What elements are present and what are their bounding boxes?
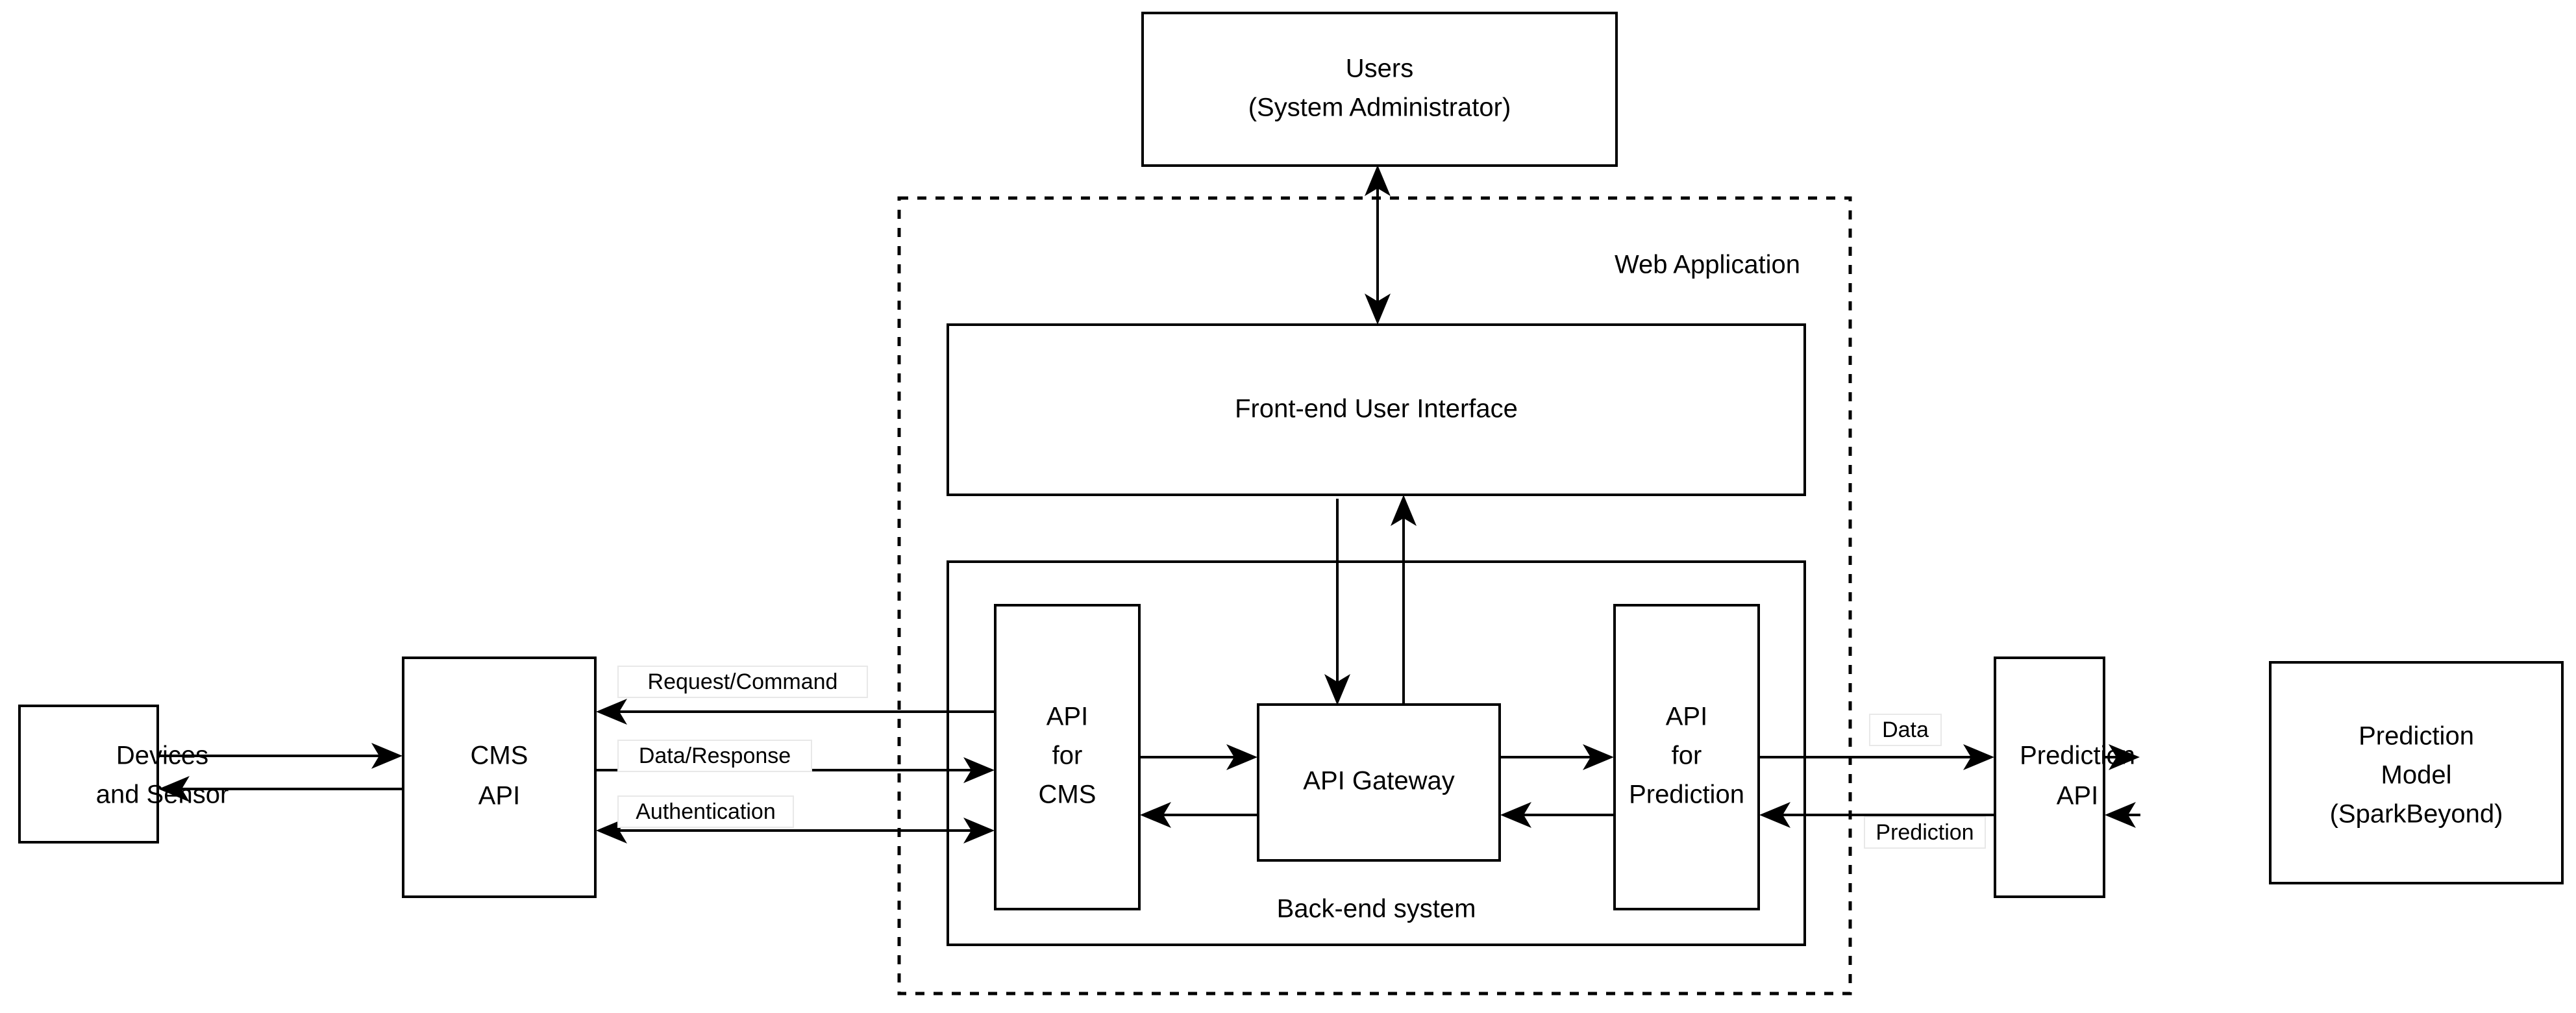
node-prediction-api[interactable]: Prediction API	[1994, 657, 2135, 898]
frontend-box[interactable]	[947, 323, 1806, 496]
cms-api-label-line1: CMS	[471, 742, 528, 770]
edge-label-authentication: Authentication	[617, 795, 794, 828]
frontend-label: Front-end User Interface	[1235, 395, 1518, 423]
node-prediction-model[interactable]: Prediction Model (SparkBeyond)	[2269, 661, 2564, 884]
api-gateway-label: API Gateway	[1303, 767, 1454, 795]
api-for-prediction-label-line3: Prediction	[1629, 781, 1744, 809]
node-api-gateway[interactable]: API Gateway	[1257, 703, 1501, 862]
api-for-cms-label-line3: CMS	[1039, 781, 1096, 809]
prediction-model-label-line1: Prediction	[2359, 722, 2474, 751]
api-gateway-box[interactable]	[1257, 703, 1501, 862]
prediction-model-box[interactable]	[2269, 661, 2564, 884]
backend-system-label: Back-end system	[1277, 895, 1476, 923]
edge-label-data-response: Data/Response	[617, 740, 812, 772]
api-for-cms-box[interactable]	[994, 604, 1141, 910]
node-api-for-prediction[interactable]: API for Prediction	[1613, 604, 1760, 910]
node-frontend-user-interface[interactable]: Front-end User Interface	[947, 323, 1806, 496]
prediction-api-label-line1: Prediction	[2020, 742, 2135, 770]
users-label-line1: Users	[1346, 55, 1413, 83]
backend-system-border	[947, 560, 1806, 946]
node-api-for-cms[interactable]: API for CMS	[994, 604, 1141, 910]
api-for-prediction-label-line1: API	[1666, 703, 1707, 731]
edge-label-prediction: Prediction	[1864, 816, 1986, 849]
backend-system-group: Back-end system	[947, 560, 1806, 946]
prediction-api-label-line2: API	[2057, 782, 2098, 810]
edge-label-request-command: Request/Command	[617, 666, 868, 698]
request-command-label: Request/Command	[648, 669, 838, 694]
devices-box[interactable]	[18, 705, 159, 844]
cms-api-box[interactable]	[402, 657, 597, 898]
api-for-cms-label-line1: API	[1046, 703, 1088, 731]
users-label-line2: (System Administrator)	[1248, 94, 1511, 122]
node-cms-api[interactable]: CMS API	[402, 657, 597, 898]
data-response-label-bg	[617, 740, 812, 772]
authentication-label-bg	[617, 795, 794, 828]
prediction-model-label-line2: Model	[2381, 761, 2452, 790]
data-label: Data	[1882, 718, 1929, 742]
cms-api-label-line2: API	[478, 782, 520, 810]
prediction-label-bg	[1864, 816, 1986, 849]
devices-label-line1: Devices	[116, 742, 208, 770]
users-box[interactable]	[1141, 12, 1618, 167]
devices-label-line2: and Sensor	[96, 781, 229, 809]
data-response-label: Data/Response	[639, 744, 791, 768]
prediction-api-box[interactable]	[1994, 657, 2105, 898]
edge-label-data: Data	[1869, 714, 1942, 746]
node-devices-and-sensor[interactable]: Devices and Sensor	[18, 705, 229, 844]
api-for-prediction-label-line2: for	[1672, 742, 1702, 770]
authentication-label: Authentication	[636, 799, 776, 824]
web-application-label: Web Application	[1615, 251, 1800, 279]
prediction-model-label-line3: (SparkBeyond)	[2330, 800, 2503, 829]
api-for-cms-label-line2: for	[1052, 742, 1083, 770]
prediction-label: Prediction	[1876, 820, 1974, 845]
api-for-prediction-box[interactable]	[1613, 604, 1760, 910]
request-command-label-bg	[617, 666, 868, 698]
data-label-bg	[1869, 714, 1942, 746]
node-users[interactable]: Users (System Administrator)	[1141, 12, 1618, 167]
